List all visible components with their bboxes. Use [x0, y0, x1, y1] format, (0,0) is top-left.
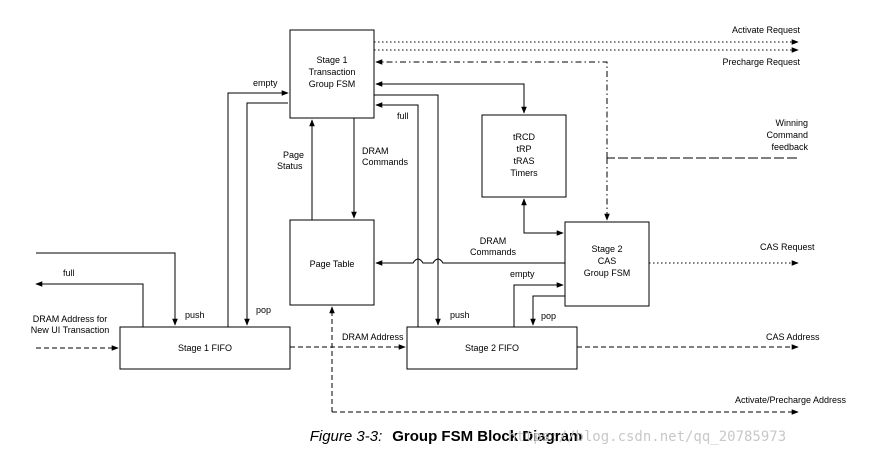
- page-status-label-2: Status: [277, 161, 303, 171]
- stage2-fifo-label: Stage 2 FIFO: [465, 343, 519, 353]
- watermark: https://blog.csdn.net/qq_20785973: [508, 429, 787, 445]
- stage1-fsm-line1: Stage 1: [316, 55, 347, 65]
- dram-address-new-ui-label-2: New UI Transaction: [31, 325, 110, 335]
- timers-line3: tRAS: [513, 156, 534, 166]
- ap-address-label: Activate/Precharge Address: [735, 395, 847, 405]
- empty-s1-line: [227, 90, 289, 327]
- empty-s1-label: empty: [253, 78, 278, 88]
- pop-s2-label: pop: [541, 311, 556, 321]
- push-s2-line: [374, 94, 441, 326]
- timers-line2: tRP: [516, 144, 531, 154]
- full-s2-line: [375, 102, 419, 327]
- stage2-fsm-line1: Stage 2: [591, 244, 622, 254]
- stage1-fifo-box: [119, 326, 291, 370]
- stage2-fsm-line3: Group FSM: [584, 268, 631, 278]
- push-left-line: [36, 252, 178, 326]
- stage1-timers-link: [375, 81, 527, 114]
- dram-commands-s2-label-2: Commands: [470, 247, 517, 257]
- winning-label-1: Winning: [775, 118, 808, 128]
- dram-commands-s1-label-2: Commands: [362, 157, 409, 167]
- dram-commands-s2-line: [375, 258, 565, 266]
- dram-address-mid-label: DRAM Address: [342, 332, 404, 342]
- push-s2-label: push: [450, 310, 470, 320]
- push-left-label: push: [185, 310, 205, 320]
- precharge-request-label: Precharge Request: [722, 57, 800, 67]
- figure-number: Figure 3-3:: [309, 428, 383, 445]
- winning-label-3: feedback: [771, 142, 808, 152]
- full-left-label: full: [63, 268, 75, 278]
- timers-line4: Timers: [510, 168, 538, 178]
- dram-address-new-ui-label-1: DRAM Address for: [33, 314, 108, 324]
- pop-s1-line: [244, 102, 288, 326]
- stage2-fifo-box: [406, 326, 578, 370]
- figure-title: Group FSM Block Diagram: [392, 428, 583, 445]
- stage1-fsm-box: [289, 29, 375, 119]
- cas-request-label: CAS Request: [760, 242, 815, 252]
- full-s2-label: full: [397, 111, 409, 121]
- full-left-line: [35, 281, 144, 327]
- pop-s1-label: pop: [256, 305, 271, 315]
- stage2-fsm-line2: CAS: [598, 256, 617, 266]
- stage1-fsm-line3: Group FSM: [309, 79, 356, 89]
- activate-request-label: Activate Request: [732, 25, 801, 35]
- page-table-label: Page Table: [310, 259, 355, 269]
- empty-s2-line: [513, 282, 564, 327]
- cas-address-label: CAS Address: [766, 332, 820, 342]
- page-table-box: [289, 219, 375, 306]
- winning-label-2: Command: [766, 130, 808, 140]
- figure-caption: Figure 3-3: Group FSM Block Diagram: [0, 428, 892, 445]
- stage1-fifo-label: Stage 1 FIFO: [178, 343, 232, 353]
- dram-commands-s1-label-1: DRAM: [362, 146, 389, 156]
- stage1-fsm-line2: Transaction: [309, 67, 356, 77]
- timers-box: [481, 114, 567, 198]
- empty-s2-label: empty: [510, 269, 535, 279]
- timers-line1: tRCD: [513, 132, 535, 142]
- timers-stage2-link: [521, 198, 564, 236]
- stage2-fsm-box: [564, 221, 650, 307]
- dram-commands-s2-label-1: DRAM: [480, 236, 507, 246]
- pop-s2-line: [530, 295, 565, 326]
- page-status-label-1: Page: [283, 150, 304, 160]
- winning-feedback-to-stage1: [375, 59, 608, 158]
